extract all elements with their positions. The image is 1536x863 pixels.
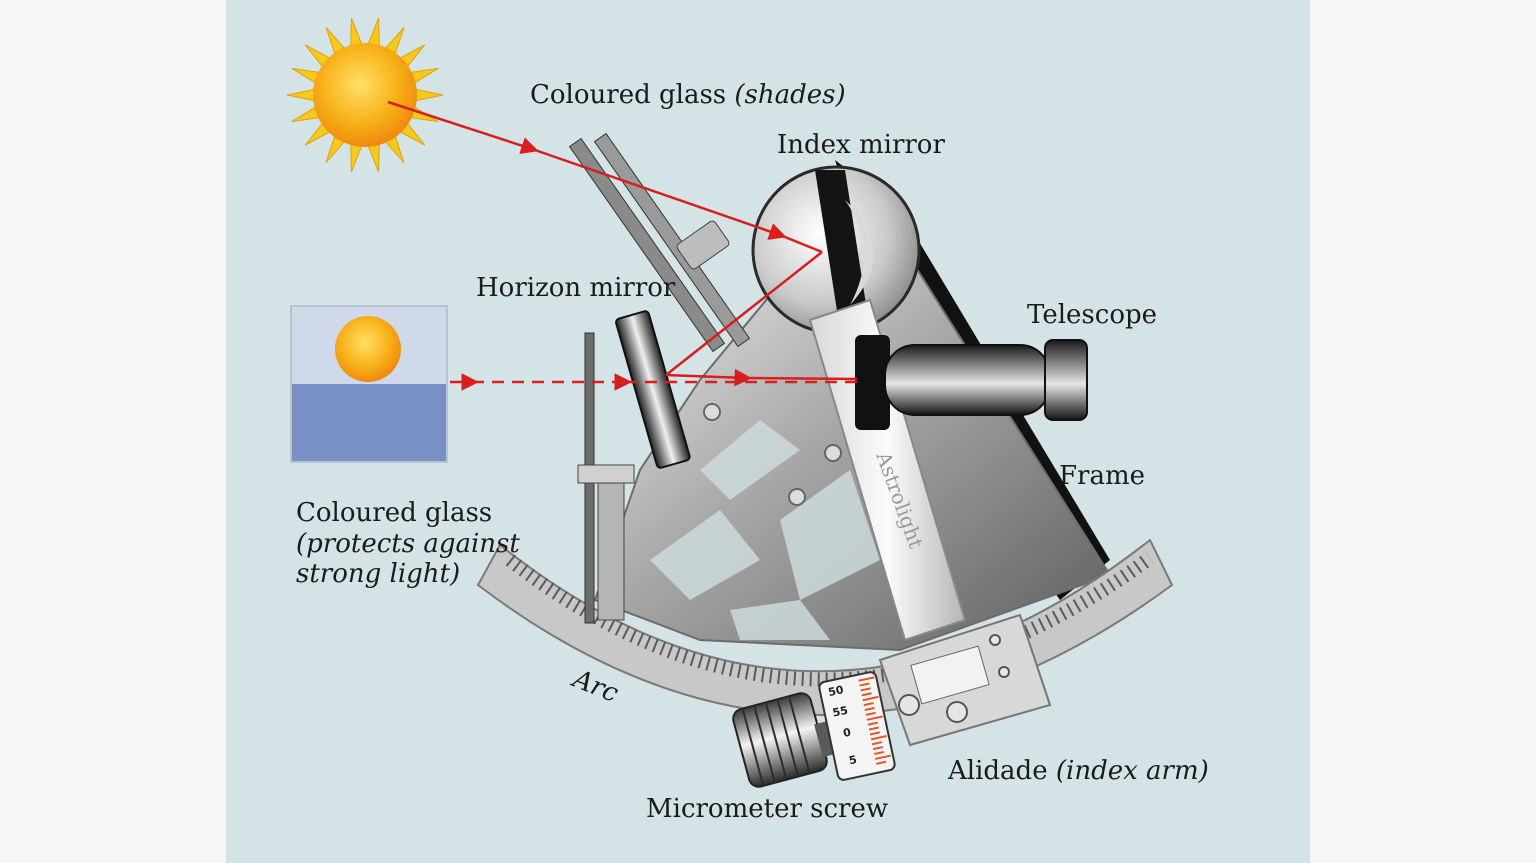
sun-ray <box>286 88 318 102</box>
micrometer-tick <box>869 731 881 736</box>
horizon-view <box>290 305 448 463</box>
sun-icon <box>286 18 444 172</box>
label-coloured-glass-shades: Coloured glass (shades) <box>530 80 846 110</box>
alidade: Astrolight <box>808 298 1052 747</box>
micrometer-tick <box>875 754 892 760</box>
micrometer-tick <box>865 711 876 716</box>
micrometer-tick <box>872 746 884 751</box>
micrometer-tick <box>858 676 875 682</box>
micrometer-tick <box>863 702 874 707</box>
micrometer-tick <box>860 687 871 692</box>
micrometer-tick <box>870 735 887 741</box>
label-coloured-glass: Coloured glass (protects against strong … <box>296 498 520 590</box>
micrometer-tick-label: 55 <box>831 704 849 720</box>
label-horizon-mirror: Horizon mirror <box>476 273 676 303</box>
setting-sun-icon <box>335 316 401 382</box>
coloured-glass-filter <box>577 332 635 624</box>
label-micrometer-screw: Micrometer screw <box>646 794 889 824</box>
micrometer-tick <box>871 741 883 746</box>
micrometer-tick <box>873 750 885 756</box>
micrometer-tick-label: 0 <box>842 725 853 739</box>
light-rays <box>387 100 858 391</box>
coloured-glass-shades <box>568 132 751 353</box>
micrometer-screw: 50 55 0 5 <box>732 671 896 788</box>
telescope <box>855 335 1088 430</box>
label-telescope: Telescope <box>1027 300 1157 330</box>
micrometer-tick <box>876 760 887 765</box>
index-mirror <box>751 165 921 335</box>
micrometer-tick <box>862 695 879 702</box>
horizon-mirror <box>615 310 691 469</box>
micrometer-tick <box>861 692 872 697</box>
micrometer-tick <box>859 682 870 687</box>
label-frame: Frame <box>1059 461 1146 491</box>
micrometer-tick <box>864 706 875 711</box>
micrometer-tick-label: 5 <box>848 753 858 767</box>
label-index-mirror: Index mirror <box>777 130 945 160</box>
micrometer-tick <box>866 715 883 721</box>
sun-ray <box>412 88 444 102</box>
micrometer-tick <box>868 726 879 731</box>
micrometer-tick <box>867 721 878 726</box>
micrometer-tick-label: 50 <box>827 683 845 699</box>
label-alidade: Alidade (index arm) <box>948 756 1209 786</box>
